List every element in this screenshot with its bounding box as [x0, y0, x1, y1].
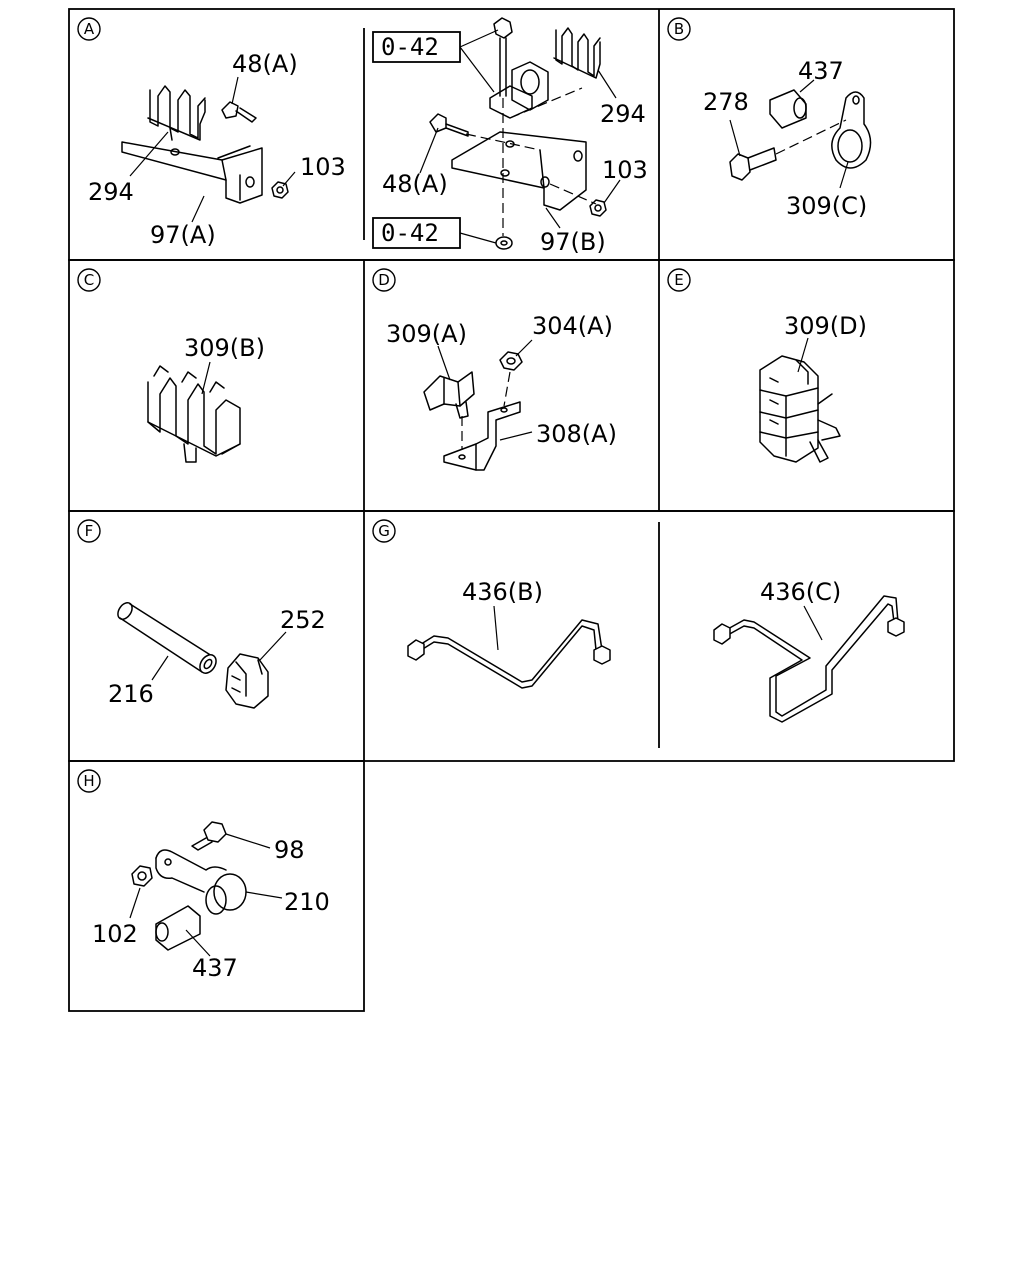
- section-a-badge: A: [77, 17, 101, 41]
- svg-text:B: B: [674, 20, 684, 38]
- clamp-309c: [831, 91, 872, 169]
- nut-103-sub: [589, 199, 607, 217]
- section-g: G 436(B) 436(C): [372, 519, 905, 723]
- section-c: C 309(B): [77, 268, 265, 463]
- label-102: 102: [92, 920, 138, 948]
- pipe-436b: [407, 619, 611, 689]
- bolt-48a-sub: [429, 113, 469, 137]
- tube-216: [117, 602, 217, 674]
- label-278: 278: [703, 88, 749, 116]
- section-e-badge: E: [667, 268, 691, 292]
- section-b: B 278 437 309(C): [667, 17, 872, 220]
- label-97b: 97(B): [540, 228, 606, 256]
- nut-304a: [499, 351, 523, 371]
- label-210: 210: [284, 888, 330, 916]
- ref-box-2: [372, 217, 461, 249]
- section-d: D 309(A) 304(A) 308(A): [372, 268, 617, 471]
- bolt-98: [191, 821, 227, 851]
- svg-text:C: C: [84, 271, 94, 289]
- label-304a: 304(A): [532, 312, 613, 340]
- label-103-sub: 103: [602, 156, 648, 184]
- label-309b: 309(B): [184, 334, 265, 362]
- bracket-97a: [121, 141, 263, 204]
- svg-text:E: E: [674, 271, 683, 289]
- bracket-97b: [451, 131, 587, 211]
- label-252: 252: [280, 606, 326, 634]
- label-309c: 309(C): [786, 192, 867, 220]
- clip-294-sub: [553, 27, 601, 79]
- label-437: 437: [798, 57, 844, 85]
- label-48a: 48(A): [232, 50, 298, 78]
- grommet-252: [225, 653, 269, 709]
- clip-309a: [423, 371, 475, 419]
- collar-437-h: [155, 905, 201, 951]
- section-f: F 216 252: [77, 519, 326, 709]
- section-f-badge: F: [77, 519, 101, 543]
- svg-text:A: A: [84, 20, 95, 38]
- nut-103: [271, 181, 289, 199]
- svg-text:D: D: [378, 271, 390, 289]
- label-436c: 436(C): [760, 578, 841, 606]
- ref-label-1: 0-42: [381, 33, 439, 61]
- ref-label-2: 0-42: [381, 219, 439, 247]
- label-309a: 309(A): [386, 320, 467, 348]
- clip-294: [147, 85, 206, 141]
- bracket-308a: [443, 401, 521, 471]
- bushing-mount: [489, 61, 549, 119]
- svg-text:G: G: [378, 522, 390, 540]
- ref-box-1: [372, 31, 461, 63]
- section-a: A 48(A) 103 294 97(A): [77, 17, 346, 249]
- section-e: E 309(D): [667, 268, 867, 463]
- label-437-h: 437: [192, 954, 238, 982]
- nut-102: [131, 865, 153, 887]
- pipe-436c: [713, 595, 905, 723]
- section-a-sub: 0-42 0-42: [372, 17, 648, 256]
- section-c-badge: C: [77, 268, 101, 292]
- label-48a-sub: 48(A): [382, 170, 448, 198]
- label-294: 294: [88, 178, 134, 206]
- section-h: H 98 210 102 437: [77, 769, 330, 982]
- label-309d: 309(D): [784, 312, 867, 340]
- grid-frame: [68, 8, 955, 1012]
- bolt-top: [493, 17, 513, 97]
- clamp-210: [155, 849, 247, 915]
- clip-309d: [759, 355, 841, 463]
- washer-bottom: [495, 236, 513, 250]
- bolt-48a: [221, 101, 257, 123]
- label-98: 98: [274, 836, 305, 864]
- clip-309b: [147, 365, 241, 463]
- label-103: 103: [300, 153, 346, 181]
- section-b-badge: B: [667, 17, 691, 41]
- svg-text:H: H: [83, 772, 94, 790]
- section-d-badge: D: [372, 268, 396, 292]
- label-436b: 436(B): [462, 578, 543, 606]
- label-308a: 308(A): [536, 420, 617, 448]
- label-294-sub: 294: [600, 100, 646, 128]
- svg-text:F: F: [85, 522, 94, 540]
- bolt-278: [729, 147, 777, 181]
- label-216: 216: [108, 680, 154, 708]
- label-97a: 97(A): [150, 221, 216, 249]
- section-h-badge: H: [77, 769, 101, 793]
- section-g-badge: G: [372, 519, 396, 543]
- collar-437: [769, 89, 807, 129]
